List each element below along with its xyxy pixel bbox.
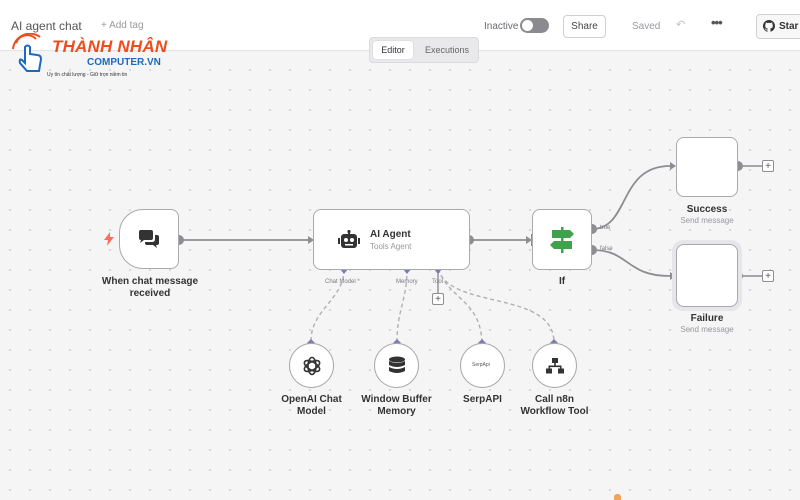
partial-logo-mark — [614, 494, 621, 500]
port-label-memory: Memory — [396, 279, 418, 285]
tool-memory-label-1: Window Buffer — [361, 394, 432, 405]
watermark-logo: THÀNH NHÂN COMPUTER.VN Uy tín chất lượng… — [8, 33, 178, 83]
tab-executions[interactable]: Executions — [424, 45, 470, 55]
view-tabs: Editor Executions — [369, 37, 479, 63]
tab-editor[interactable]: Editor — [373, 41, 413, 59]
tool-call-n8n-label-2: Workflow Tool — [520, 406, 589, 417]
node-window-buffer-memory[interactable] — [374, 343, 419, 388]
serpapi-icon: SerpApi — [472, 362, 490, 368]
node-success[interactable] — [676, 137, 738, 197]
node-success-subtitle: Send message — [680, 216, 734, 225]
node-ai-agent-subtitle: Tools Agent — [370, 242, 412, 251]
node-call-n8n-workflow-tool[interactable] — [532, 343, 577, 388]
node-failure[interactable] — [676, 244, 738, 307]
success-add-node-button[interactable]: + — [762, 160, 774, 172]
tool-openai-label-2: Model — [297, 406, 326, 417]
share-button[interactable]: Share — [563, 15, 606, 38]
watermark-subtitle: COMPUTER.VN — [87, 57, 161, 68]
undo-icon[interactable]: ↶ — [676, 19, 686, 31]
watermark-slogan: Uy tín chất lượng - Giữ trọn niềm tin — [47, 72, 128, 78]
node-if-label: If — [558, 276, 566, 287]
node-failure-subtitle: Send message — [680, 325, 734, 334]
tool-memory-label-2: Memory — [377, 406, 416, 417]
tool-call-n8n-label-1: Call n8n — [535, 394, 574, 405]
port-label-tool: Tool — [432, 279, 444, 285]
connection-if-false-failure — [591, 249, 671, 277]
tool-serpapi-label: SerpAPI — [463, 394, 502, 405]
port-label-chat-model: Chat Model * — [325, 279, 360, 285]
node-serpapi[interactable]: SerpApi — [460, 343, 505, 388]
chat-bubbles-icon — [139, 230, 159, 248]
node-ai-agent[interactable]: AI Agent Tools Agent — [313, 209, 470, 270]
toggle-knob — [522, 20, 533, 31]
node-ai-agent-title: AI Agent — [370, 229, 411, 240]
bolt-icon — [104, 232, 114, 246]
add-tool-button[interactable]: + — [432, 293, 444, 305]
github-star-button[interactable]: Star — [756, 14, 800, 39]
active-status-label: Inactive — [484, 21, 519, 32]
signpost-icon — [550, 227, 574, 253]
saved-status: Saved — [632, 21, 661, 32]
node-openai-chat-model[interactable] — [289, 343, 334, 388]
database-icon — [388, 356, 405, 373]
if-false-label: false — [600, 246, 613, 252]
watermark-title: THÀNH NHÂN — [52, 37, 168, 56]
robot-icon — [338, 230, 360, 248]
failure-add-node-button[interactable]: + — [762, 270, 774, 282]
workflow-name[interactable]: AI agent chat — [11, 19, 82, 33]
node-chat-trigger-label: When chat message received — [101, 276, 199, 299]
add-tag-button[interactable]: + Add tag — [101, 20, 144, 31]
github-icon — [763, 20, 775, 32]
if-true-label: true — [600, 225, 611, 231]
hand-cursor-logo-icon — [12, 33, 43, 72]
openai-icon — [303, 356, 320, 375]
star-label: Star — [779, 21, 799, 32]
tool-openai-label-1: OpenAI Chat — [281, 394, 342, 405]
node-success-label: Success — [686, 204, 728, 215]
active-toggle[interactable] — [520, 18, 549, 33]
sitemap-icon — [545, 357, 564, 373]
node-failure-label: Failure — [690, 313, 724, 324]
connection-if-true-success — [591, 165, 671, 230]
more-options-icon[interactable]: ••• — [711, 15, 723, 30]
